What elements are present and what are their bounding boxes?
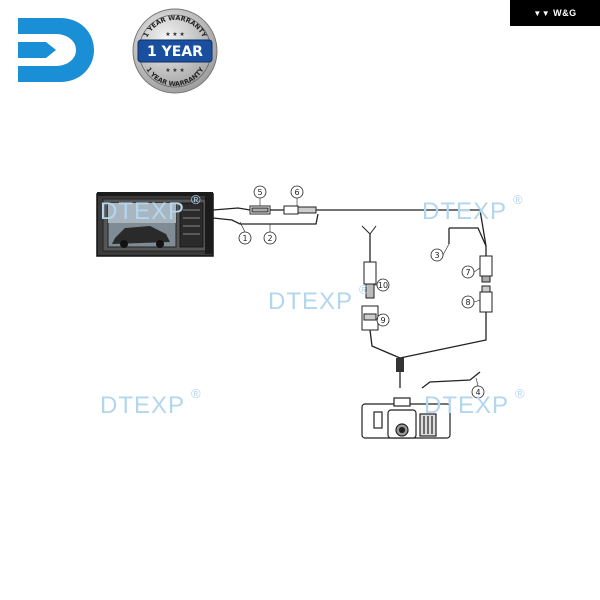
svg-text:9: 9: [380, 316, 385, 325]
power-fork: [361, 225, 377, 235]
svg-text:3: 3: [434, 251, 439, 260]
watermark: DTEXP®: [268, 282, 370, 315]
callout-7: 7: [461, 265, 481, 279]
head-unit: [96, 192, 214, 257]
brand-badge-text: W&G: [553, 8, 577, 18]
callout-2: 2: [263, 224, 277, 245]
watermark: DTEXP®: [100, 386, 202, 419]
callout-1: 1: [238, 221, 252, 245]
warranty-seal: 1 YEAR WARRANTY 1 YEAR WARRANTY 1 YEAR ★…: [132, 8, 218, 94]
splice: [396, 358, 404, 372]
brand-badge: ▼▼ W&G: [510, 0, 600, 26]
callout-4: 4: [471, 377, 485, 399]
watermark: DTEXP®: [424, 386, 526, 419]
svg-text:7: 7: [465, 268, 470, 277]
svg-text:4: 4: [475, 388, 480, 397]
svg-text:2: 2: [267, 234, 272, 243]
svg-text:10: 10: [378, 281, 388, 290]
callout-5: 5: [253, 185, 267, 206]
svg-text:★ ★ ★: ★ ★ ★: [165, 31, 184, 38]
callout-6: 6: [290, 185, 304, 206]
svg-text:6: 6: [294, 188, 299, 197]
d-logo-icon: [18, 18, 94, 82]
wires: [212, 207, 487, 389]
callout-8: 8: [461, 295, 481, 309]
camera: [361, 397, 451, 439]
callout-3: 3: [430, 243, 450, 262]
svg-text:1: 1: [242, 234, 247, 243]
svg-text:1 YEAR: 1 YEAR: [147, 44, 203, 60]
callouts: 5 6 1 2 3 7 8 10 9 4: [238, 185, 485, 399]
svg-text:5: 5: [257, 188, 262, 197]
bird-icon: ▼▼: [533, 8, 551, 18]
watermark: DTEXP®: [100, 192, 202, 225]
callout-10: 10: [374, 278, 390, 292]
svg-text:★ ★ ★: ★ ★ ★: [165, 67, 184, 74]
callout-9: 9: [376, 313, 390, 327]
connectors: [249, 205, 493, 331]
watermark: DTEXP®: [422, 192, 524, 225]
svg-text:8: 8: [465, 298, 470, 307]
